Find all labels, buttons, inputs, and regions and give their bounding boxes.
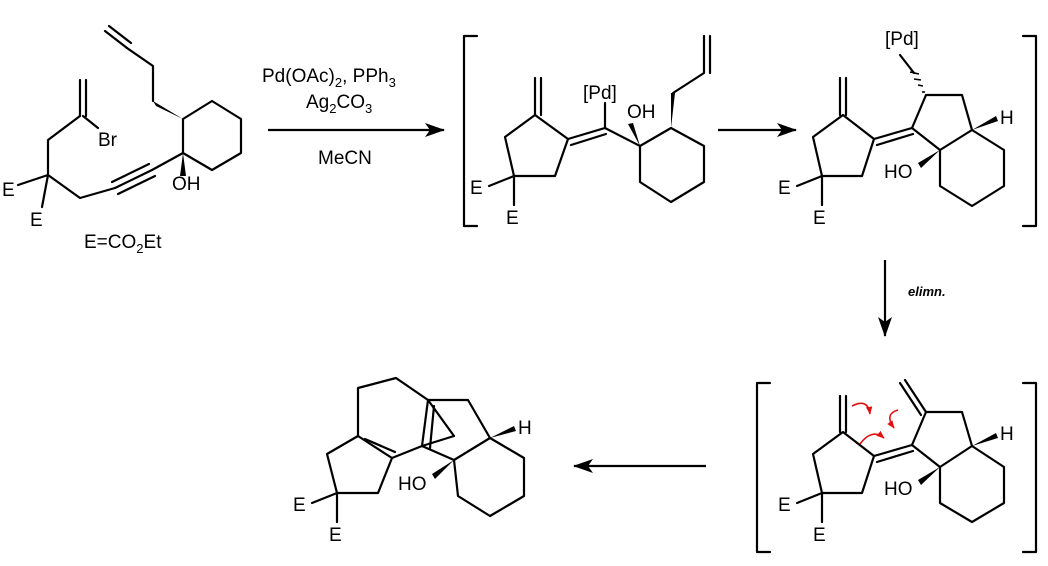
intermediate-triene: H HO E E: [778, 378, 1014, 546]
ester-e-label: E: [30, 210, 43, 231]
reagents-line-1: Pd(OAc)2, PPh3: [262, 66, 396, 90]
bracket-right: [1021, 381, 1038, 554]
hydrogen-label: H: [1000, 424, 1014, 445]
ester-e-label: E: [813, 525, 826, 546]
ester-e-label: E: [778, 178, 791, 199]
ester-e-label: E: [329, 525, 342, 546]
curly-arrow: [859, 430, 885, 445]
solvent-label: MeCN: [318, 148, 372, 169]
elimination-label: elimn.: [908, 284, 946, 299]
ester-e-label: E: [506, 208, 519, 229]
curly-arrow: [887, 409, 899, 429]
reagents-line-2: Ag2CO3: [306, 92, 372, 116]
ester-e-label: E: [2, 180, 15, 201]
curly-arrow: [851, 402, 873, 415]
hydrogen-label: H: [1000, 108, 1014, 129]
hydrogen-label: H: [518, 418, 532, 439]
bracket-left: [462, 34, 479, 228]
palladium-label: [Pd]: [583, 83, 617, 104]
hydroxyl-label: OH: [172, 174, 201, 195]
intermediate-vinylpalladium: [Pd] OH E E: [470, 34, 712, 229]
ester-legend: E=CO2Et: [84, 232, 162, 256]
ester-e-label: E: [778, 495, 791, 516]
palladium-label: [Pd]: [885, 29, 919, 50]
starting-material: Br OH E E: [2, 24, 243, 231]
hydroxyl-label: OH: [627, 102, 656, 123]
product-tetracycle: H HO E E: [293, 376, 532, 546]
ester-e-label: E: [470, 178, 483, 199]
bracket-right: [1021, 34, 1038, 228]
ester-e-label: E: [293, 495, 306, 516]
hydroxyl-label: HO: [884, 162, 913, 183]
hydroxyl-label: HO: [884, 479, 913, 500]
bracket-left: [755, 381, 772, 554]
bromine-label: Br: [98, 130, 118, 151]
hashed-bond: [909, 71, 925, 93]
ester-e-label: E: [813, 208, 826, 229]
intermediate-cyclized: [Pd] H HO E E: [778, 29, 1014, 229]
hydroxyl-label: HO: [398, 474, 427, 495]
